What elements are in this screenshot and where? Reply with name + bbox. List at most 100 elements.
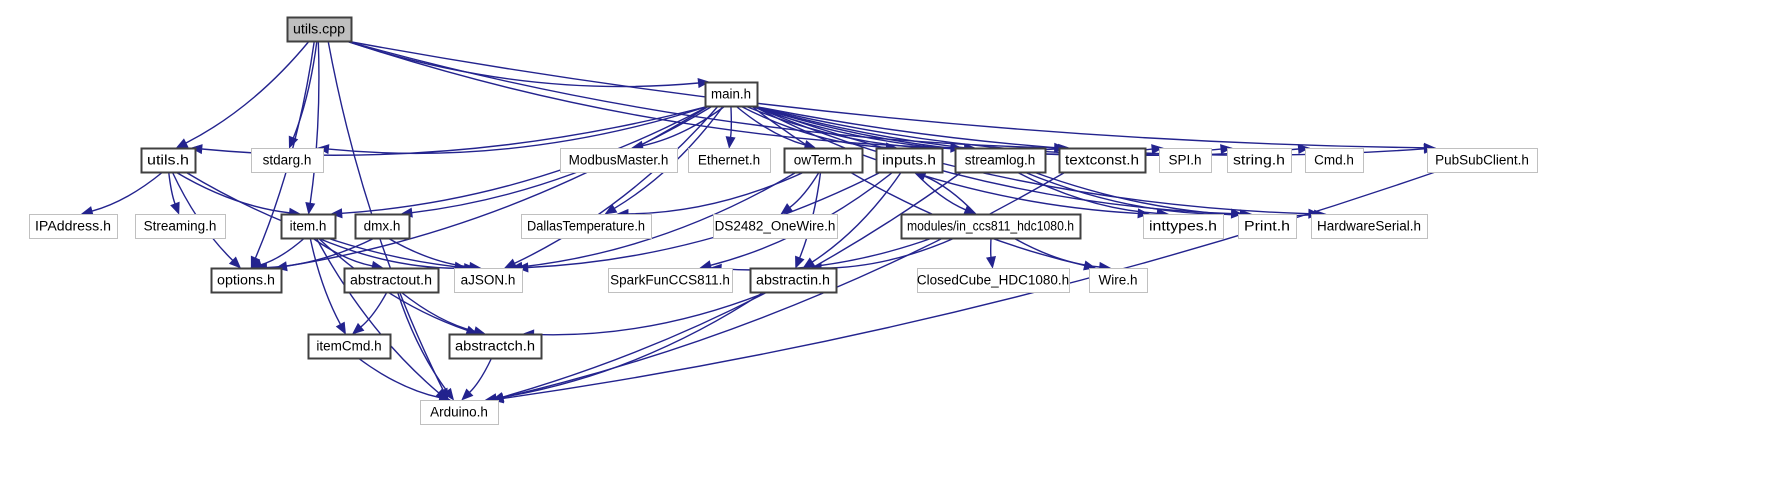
arrowhead-icon — [442, 387, 455, 401]
node-box[interactable] — [875, 147, 944, 174]
node-box[interactable] — [29, 214, 118, 239]
edge-main-h-to-print-h — [752, 105, 1232, 215]
node-itemcmd-h[interactable]: itemCmd.h — [307, 333, 392, 360]
node-box[interactable] — [1427, 148, 1538, 173]
node-wire-h[interactable]: Wire.h — [1089, 268, 1148, 293]
node-ethernet-h[interactable]: Ethernet.h — [688, 148, 771, 173]
arrowhead-icon — [1151, 144, 1164, 155]
edge-itemcmd-h-to-arduino-h — [357, 357, 440, 399]
edge-pubsubclient-h-to-arduino-h — [502, 171, 1436, 400]
node-spi-h[interactable]: SPI.h — [1159, 148, 1212, 173]
edge-streamlog-h-to-hardwareserial-h — [1033, 171, 1315, 217]
edge-main-h-to-ajson-h — [514, 105, 719, 264]
node-streaming-h[interactable]: Streaming.h — [135, 214, 226, 239]
node-box[interactable] — [1238, 214, 1297, 239]
node-textconst-h[interactable]: textconst.h — [1058, 147, 1147, 174]
node-box[interactable] — [280, 213, 337, 240]
node-box[interactable] — [448, 333, 543, 360]
node-box[interactable] — [608, 268, 733, 293]
node-dmx-h[interactable]: dmx.h — [354, 213, 411, 240]
node-box[interactable] — [286, 16, 353, 43]
node-box[interactable] — [420, 400, 499, 425]
edge-abstractout-h-to-abstractch-h — [400, 291, 475, 332]
node-arduino-h[interactable]: Arduino.h — [420, 400, 499, 425]
node-stdarg-h[interactable]: stdarg.h — [251, 148, 324, 173]
edge-main-h-to-modbusmaster-h — [642, 105, 726, 147]
node-box[interactable] — [135, 214, 226, 239]
edge-item-h-to-arduino-h — [315, 237, 440, 394]
edge-utils-cpp-to-stdarg-h — [292, 40, 318, 139]
node-main-h[interactable]: main.h — [704, 81, 759, 108]
arrowhead-icon — [780, 203, 794, 215]
node-print-h[interactable]: Print.h — [1238, 214, 1297, 239]
node-box[interactable] — [783, 147, 864, 174]
node-ajson-h[interactable]: aJSON.h — [454, 268, 523, 293]
node-sparkfunccs811-h[interactable]: SparkFunCCS811.h — [608, 268, 733, 293]
node-box[interactable] — [954, 147, 1047, 174]
node-streamlog-h[interactable]: streamlog.h — [954, 147, 1047, 174]
node-box[interactable] — [307, 333, 392, 360]
arrowhead-icon — [725, 136, 736, 149]
edge-main-h-to-hardwareserial-h — [752, 105, 1309, 215]
node-box[interactable] — [1311, 214, 1428, 239]
edge-utils-h-to-streaming-h — [168, 171, 176, 204]
edge-abstractout-h-to-itemcmd-h — [360, 291, 388, 328]
node-modbusmaster-h[interactable]: ModbusMaster.h — [560, 148, 678, 173]
arrowhead-icon — [461, 388, 474, 401]
node-inputs-h[interactable]: inputs.h — [875, 147, 944, 174]
node-ipaddress-h[interactable]: IPAddress.h — [29, 214, 118, 239]
node-closedcube-hdc1080-h[interactable]: ClosedCube_HDC1080.h — [917, 268, 1070, 293]
node-layer: utils.cpp main.h utils.h stdarg.h ModbusMast… — [29, 16, 1538, 425]
edge-main-h-to-ethernet-h — [729, 105, 733, 138]
node-box[interactable] — [1058, 147, 1147, 174]
node-string-h[interactable]: string.h — [1227, 148, 1292, 173]
node-box[interactable] — [140, 147, 197, 174]
node-box[interactable] — [1143, 214, 1224, 239]
node-box[interactable] — [1227, 148, 1292, 173]
arrowhead-icon — [503, 258, 518, 269]
edge-inputs-h-to-abstractin-h — [811, 171, 902, 263]
node-utils-h[interactable]: utils.h — [140, 147, 197, 174]
node-box[interactable] — [704, 81, 759, 108]
node-abstractout-h[interactable]: abstractout.h — [343, 267, 440, 294]
node-box[interactable] — [688, 148, 771, 173]
node-item-h[interactable]: item.h — [280, 213, 337, 240]
node-box[interactable] — [1089, 268, 1148, 293]
edge-main-h-to-stdarg-h — [328, 105, 710, 155]
node-cmd-h[interactable]: Cmd.h — [1305, 148, 1364, 173]
edge-main-h-to-wire-h — [750, 105, 1085, 267]
node-box[interactable] — [354, 213, 411, 240]
node-box[interactable] — [454, 268, 523, 293]
node-utils-cpp[interactable]: utils.cpp — [286, 16, 353, 43]
arrowhead-icon — [1297, 143, 1311, 154]
node-box[interactable] — [210, 267, 283, 294]
node-box[interactable] — [713, 214, 838, 239]
node-ds2482-onewire-h[interactable]: DS2482_OneWire.h — [713, 214, 838, 239]
edge-utils-cpp-to-main-h — [345, 40, 699, 88]
node-dallastemperature-h[interactable]: DallasTemperature.h — [521, 214, 652, 239]
node-box[interactable] — [251, 148, 324, 173]
node-box[interactable] — [749, 267, 838, 294]
node-box[interactable] — [917, 268, 1070, 293]
arrowhead-icon — [330, 208, 343, 219]
edge-abstractout-h-to-arduino-h — [396, 291, 448, 392]
node-pubsubclient-h[interactable]: PubSubClient.h — [1427, 148, 1538, 173]
node-abstractch-h[interactable]: abstractch.h — [448, 333, 543, 360]
node-modules-in-ccs811-hdc1080-h[interactable]: modules/in_ccs811_hdc1080.h — [900, 213, 1082, 240]
node-box[interactable] — [1305, 148, 1364, 173]
node-hardwareserial-h[interactable]: HardwareSerial.h — [1311, 214, 1428, 239]
node-box[interactable] — [900, 213, 1082, 240]
edge-main-h-to-owterm-h — [735, 105, 806, 146]
arrowhead-icon — [795, 255, 805, 269]
arrowhead-icon — [335, 321, 346, 335]
node-box[interactable] — [560, 148, 678, 173]
node-box[interactable] — [521, 214, 652, 239]
arrowhead-icon — [351, 322, 365, 335]
node-abstractin-h[interactable]: abstractin.h — [749, 267, 838, 294]
node-options-h[interactable]: options.h — [210, 267, 283, 294]
node-box[interactable] — [343, 267, 440, 294]
node-box[interactable] — [1159, 148, 1212, 173]
node-inttypes-h[interactable]: inttypes.h — [1143, 214, 1224, 239]
node-owterm-h[interactable]: owTerm.h — [783, 147, 864, 174]
